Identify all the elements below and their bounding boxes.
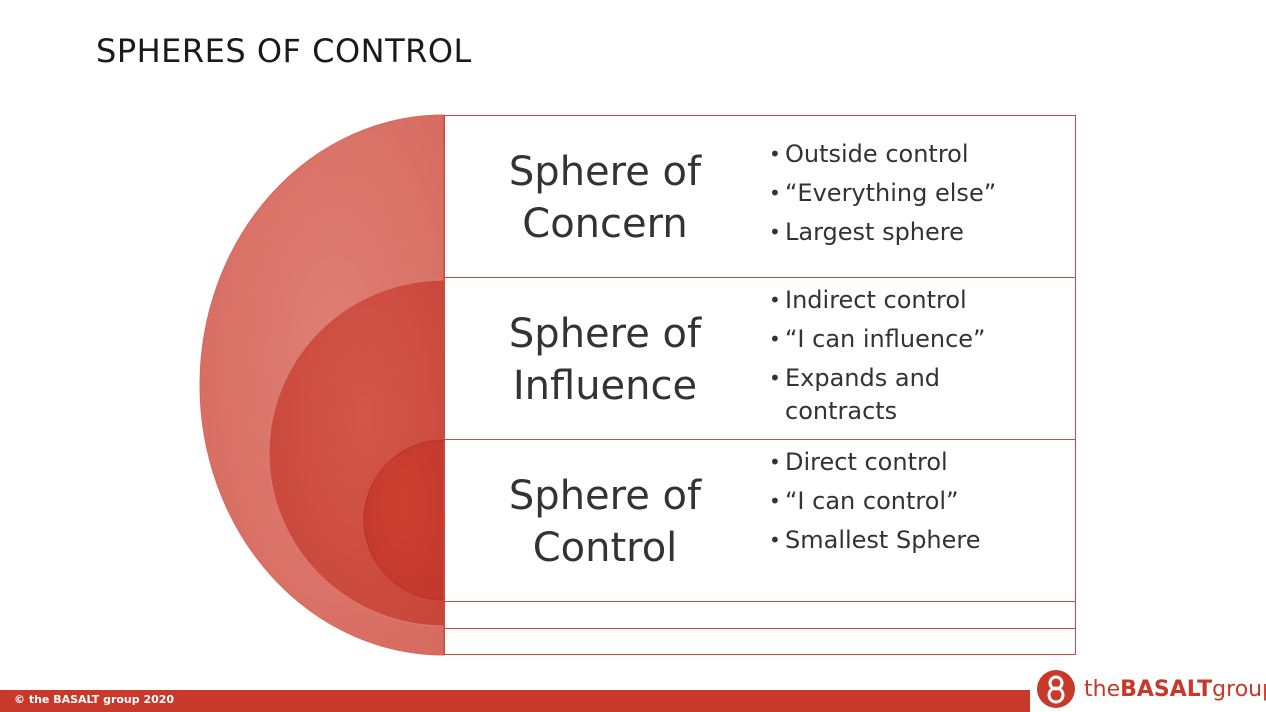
spheres-table: Sphere of Concern Outside control “Every… — [444, 115, 1076, 655]
copyright-text: © the BASALT group 2020 — [14, 693, 175, 706]
empty-row — [445, 629, 1075, 655]
list-item: Largest sphere — [769, 216, 1045, 249]
list-item: Smallest Sphere — [769, 524, 1045, 557]
bullet-list: Direct control “I can control” Smallest … — [769, 446, 1045, 563]
list-item: “I can control” — [769, 485, 1045, 518]
page-title: SPHERES OF CONTROL — [96, 32, 472, 70]
list-item: Outside control — [769, 138, 1045, 171]
list-item: Direct control — [769, 446, 1045, 479]
row-label: Sphere of Influence — [508, 311, 702, 409]
basalt-logo-icon — [1037, 670, 1075, 708]
list-item: “Everything else” — [769, 177, 1045, 210]
sphere-of-control-shape — [363, 439, 445, 601]
footer-bar: © the BASALT group 2020 — [0, 690, 1030, 712]
list-item: Expands and contracts — [769, 362, 975, 428]
row-sphere-of-influence: Sphere of Influence Indirect control “I … — [445, 278, 1075, 440]
row-label: Sphere of Concern — [508, 149, 702, 247]
row-label: Sphere of Control — [508, 473, 702, 571]
list-item: Indirect control — [769, 284, 1045, 317]
row-sphere-of-concern: Sphere of Concern Outside control “Every… — [445, 116, 1075, 278]
list-item: “I can influence” — [769, 323, 1045, 356]
bullet-list: Indirect control “I can influence” Expan… — [769, 284, 1045, 434]
bullet-list: Outside control “Everything else” Larges… — [769, 138, 1045, 255]
row-sphere-of-control: Sphere of Control Direct control “I can … — [445, 440, 1075, 602]
empty-row — [445, 602, 1075, 629]
